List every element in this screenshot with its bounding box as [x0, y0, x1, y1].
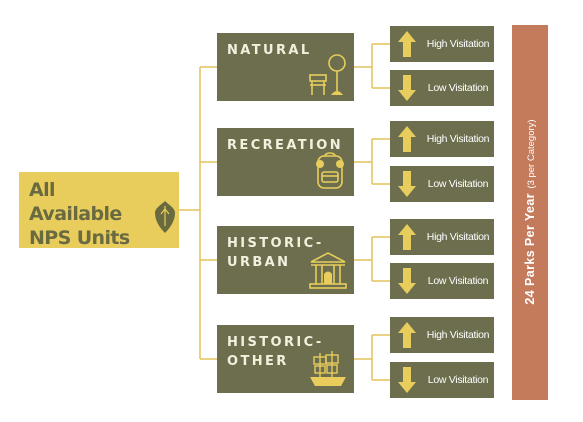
low-visitation-label: Low Visitation	[427, 178, 489, 190]
backpack-icon	[316, 152, 344, 189]
high-visitation-box: High Visitation	[390, 121, 494, 157]
high-visitation-label: High Visitation	[426, 133, 490, 145]
category-historic-other: HISTORIC- OTHER	[217, 325, 354, 393]
low-visitation-box: Low Visitation	[390, 263, 494, 299]
low-visitation-label: Low Visitation	[427, 275, 489, 287]
parks-per-year-bar: 24 Parks Per Year (3 per Category)	[512, 25, 548, 400]
high-visitation-label: High Visitation	[426, 329, 490, 341]
arrow-down-icon	[398, 171, 416, 197]
arrow-down-icon	[398, 268, 416, 294]
low-visitation-label: Low Visitation	[427, 82, 489, 94]
category-natural: NATURAL	[217, 33, 354, 101]
bench-and-tree-icon	[309, 54, 346, 95]
high-visitation-label: High Visitation	[426, 231, 490, 243]
category-label: NATURAL	[227, 43, 312, 58]
civic-building-icon	[309, 252, 347, 289]
parks-per-year-label: 24 Parks Per Year (3 per Category)	[521, 42, 539, 382]
arrow-up-icon	[398, 126, 416, 152]
sailing-ship-icon	[310, 351, 346, 386]
arrow-up-icon	[398, 322, 416, 348]
low-visitation-box: Low Visitation	[390, 166, 494, 202]
low-visitation-box: Low Visitation	[390, 362, 494, 398]
category-historic-urban: HISTORIC- URBAN	[217, 226, 354, 294]
category-label: RECREATION	[227, 138, 344, 153]
arrow-down-icon	[398, 367, 416, 393]
category-recreation: RECREATION	[217, 128, 354, 196]
nps-arrowhead-icon	[155, 201, 175, 233]
low-visitation-label: Low Visitation	[427, 374, 489, 386]
high-visitation-box: High Visitation	[390, 26, 494, 62]
low-visitation-box: Low Visitation	[390, 70, 494, 106]
arrow-down-icon	[398, 75, 416, 101]
arrow-up-icon	[398, 224, 416, 250]
root-node: All Available NPS Units	[19, 172, 179, 249]
high-visitation-label: High Visitation	[426, 38, 490, 50]
high-visitation-box: High Visitation	[390, 317, 494, 353]
root-label: All Available NPS Units	[29, 179, 130, 249]
high-visitation-box: High Visitation	[390, 219, 494, 255]
category-label: HISTORIC- URBAN	[227, 236, 324, 270]
parks-per-year-main: 24 Parks Per Year	[523, 193, 537, 305]
category-label: HISTORIC- OTHER	[227, 335, 324, 369]
arrow-up-icon	[398, 31, 416, 57]
parks-per-year-sub: (3 per Category)	[526, 119, 537, 189]
